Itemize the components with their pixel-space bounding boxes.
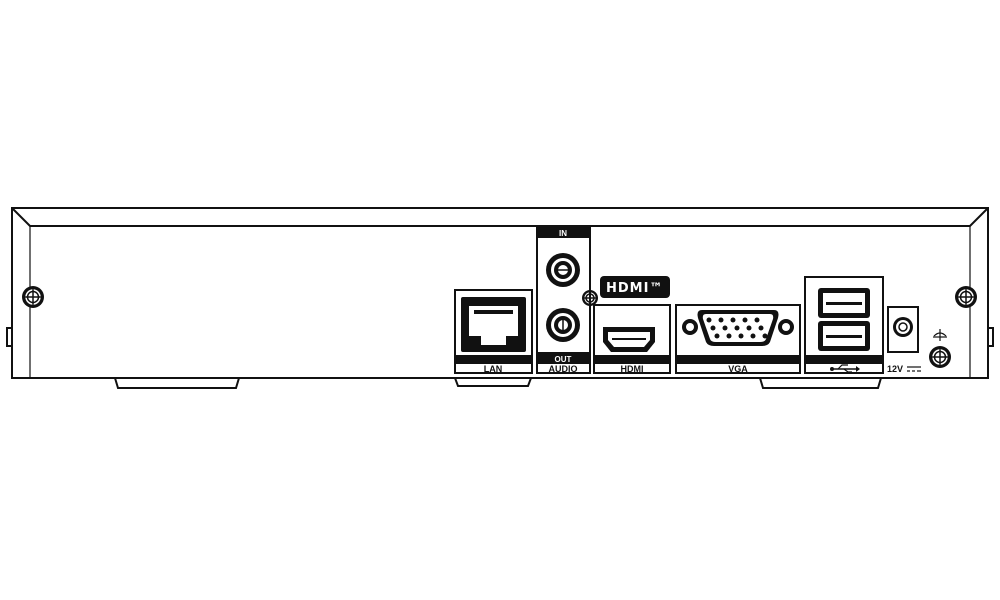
hdmi-port[interactable]: HDMI (593, 304, 671, 374)
lan-port[interactable]: LAN (454, 289, 533, 374)
vga-pin (730, 317, 736, 323)
vga-pin (710, 325, 716, 331)
vga-pin (742, 317, 748, 323)
usb-icon (830, 364, 860, 373)
audio-label: AUDIO (549, 364, 578, 374)
hdmi-label: HDMI (621, 364, 644, 374)
feet (114, 377, 882, 389)
vga-pin (738, 333, 744, 339)
vga-pin (722, 325, 728, 331)
lan-label: LAN (484, 364, 503, 374)
vga-pin (706, 317, 712, 323)
dc-power-jack[interactable] (887, 306, 919, 353)
dc-power-icon (907, 366, 921, 372)
audio-ports: IN OUT AUDIO (536, 227, 591, 374)
usb-port-top[interactable] (818, 288, 870, 318)
screw-icon (929, 346, 951, 368)
vga-pin (726, 333, 732, 339)
audio-in-label: IN (559, 229, 567, 238)
vga-pin (758, 325, 764, 331)
vga-pin (714, 333, 720, 339)
vga-pin (754, 317, 760, 323)
vga-pin (750, 333, 756, 339)
screw-icon (955, 286, 977, 308)
vga-pin (718, 317, 724, 323)
usb-ports (804, 276, 884, 374)
vga-port[interactable]: VGA (675, 304, 801, 374)
audio-out-label: OUT (555, 355, 572, 364)
vga-label: VGA (728, 364, 748, 374)
vga-pin (762, 333, 768, 339)
vga-pin (734, 325, 740, 331)
screw-icon (22, 286, 44, 308)
svg-text:HDMI™: HDMI™ (606, 281, 663, 296)
usb-port-bottom[interactable] (818, 321, 870, 351)
power-label: 12V (887, 364, 903, 374)
ground-icon (933, 329, 947, 341)
audio-out-jack[interactable] (546, 308, 580, 342)
hdmi-logo: HDMI™ (600, 276, 670, 298)
chassis (6, 207, 994, 379)
vga-pin (746, 325, 752, 331)
audio-in-jack[interactable] (546, 253, 580, 287)
